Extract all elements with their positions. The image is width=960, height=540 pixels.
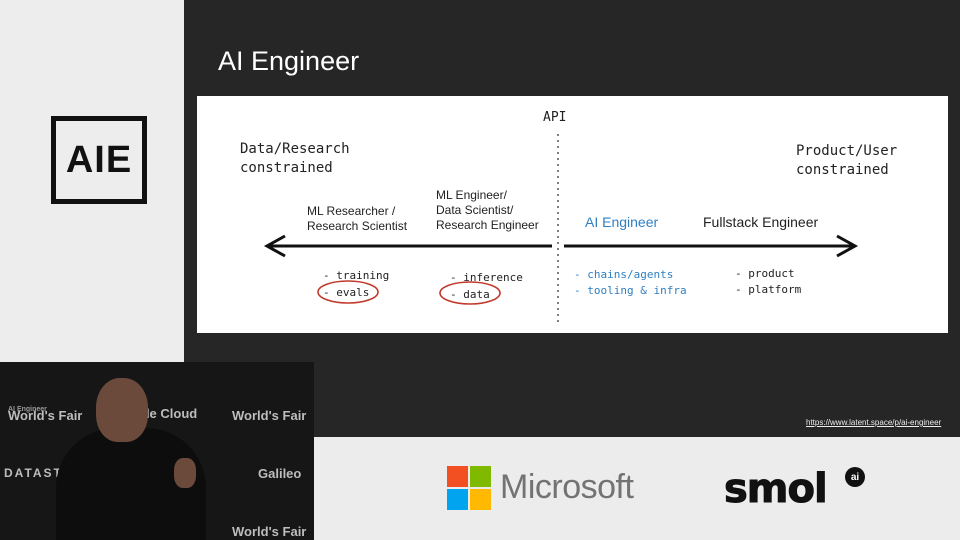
left-brand-panel: AIE [0,0,184,362]
slide-title: AI Engineer [218,46,360,76]
speaker-camera-feed: AI Engineer World's Fair gle Cloud World… [0,362,314,540]
aie-logo: AIE [51,116,147,204]
skills-ml-engineer: - inference - data [450,271,523,301]
right-arrowhead [836,234,859,258]
smol-wordmark: smol [724,466,829,513]
skills-ai-engineer: - chains/agents - tooling & infra [574,268,687,297]
speaker-head [96,378,148,442]
role-ml-researcher: ML Researcher / Research Scientist [307,204,408,233]
role-ai-engineer: AI Engineer [585,214,659,230]
wall-label: DATAST [4,466,63,480]
skills-ml-researcher: - training - evals [323,269,390,299]
role-fullstack-engineer: Fullstack Engineer [703,214,819,230]
left-heading: Data/Research constrained [240,141,350,176]
api-label: API [543,110,567,125]
ai-engineer-diagram: API Data/Research constrained Product/Us… [197,96,948,333]
microsoft-wordmark: Microsoft [500,468,634,506]
right-heading: Product/User constrained [796,143,898,178]
diagram-lines [263,134,859,326]
skills-fullstack-engineer: - product - platform [735,267,802,296]
wall-label-small: AI Engineer [8,406,47,413]
microsoft-logo-icon [447,466,491,510]
wall-label: World's Fair [232,524,307,539]
smol-ai-badge: ai [845,467,865,487]
role-ml-engineer: ML Engineer/ Data Scientist/ Research En… [436,188,539,232]
left-arrowhead [263,234,286,258]
wall-label: World's Fair [232,408,307,423]
speaker-hand [174,458,196,488]
wall-label: World's Fair [8,408,83,423]
wall-label: Galileo [258,466,302,481]
evals-circle [317,280,379,304]
data-circle [439,281,501,305]
source-link[interactable]: https://www.latent.space/p/ai-engineer [806,418,942,427]
sponsor-strip [314,437,960,540]
